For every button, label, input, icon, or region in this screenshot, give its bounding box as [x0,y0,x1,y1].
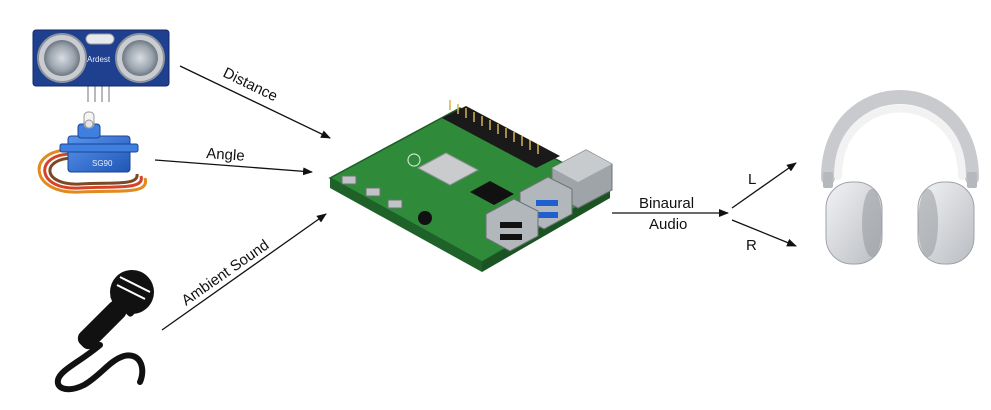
angle-arrow [154,159,313,176]
ambient-sound-arrow [161,213,327,331]
audio-label: Audio [649,216,687,233]
distance-arrow [179,65,331,139]
sensor-brand-text: Ardest [87,55,111,64]
right-channel-arrow [731,219,797,247]
left-channel-label: L [748,171,756,188]
ambient-sound-label: Ambient Sound [179,237,273,310]
servo-label-mark: SG90 [92,159,113,168]
right-channel-label: R [746,237,757,254]
servo-motor-icon: SG90 [37,111,147,194]
raspberry-pi-icon [328,100,613,272]
binaural-label: Binaural [639,195,694,212]
left-channel-arrow [731,162,797,209]
angle-label: Angle [206,145,245,165]
ultrasonic-sensor-icon: Ardest [32,29,170,102]
microphone-icon [54,270,154,393]
headphones-icon [821,90,979,265]
